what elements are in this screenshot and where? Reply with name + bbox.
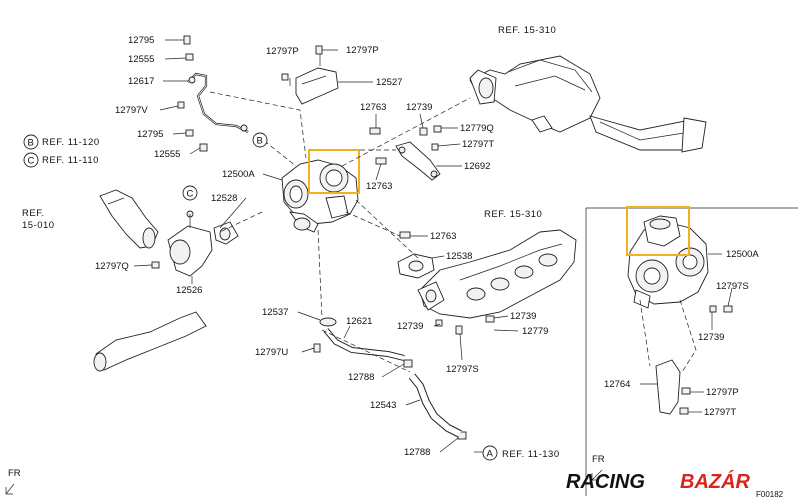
label-12797s-a: 12797S	[446, 364, 479, 375]
label-12797s-b: 12797S	[716, 281, 749, 292]
label-12797q: 12797Q	[95, 261, 129, 272]
label-12797t-a: 12797T	[462, 139, 494, 150]
label-12797v: 12797V	[115, 105, 148, 116]
elbow-12526	[167, 210, 239, 277]
ref-11-120: REF. 11-120	[42, 137, 100, 148]
label-12538: 12538	[446, 251, 472, 262]
legend-b: B	[28, 138, 34, 149]
label-12500a-inset: 12500A	[726, 249, 759, 260]
lower-hose	[93, 311, 207, 372]
label-12621: 12621	[346, 316, 372, 327]
ref-15-010-line1: REF.	[22, 208, 45, 219]
label-12779: 12779	[522, 326, 548, 337]
label-12500a-main: 12500A	[222, 169, 255, 180]
catalytic-converter	[469, 55, 707, 153]
inset-frame	[585, 207, 798, 496]
fr-inset-arrow-icon	[591, 469, 603, 481]
bracket-12764	[655, 359, 691, 415]
label-12555-b: 12555	[154, 149, 180, 160]
diagram-code: F00182	[756, 490, 784, 499]
brand-racing: RACING	[566, 471, 645, 493]
label-12764: 12764	[604, 379, 630, 390]
highlight-box-main	[308, 149, 360, 194]
label-12528: 12528	[211, 193, 237, 204]
circle-markers: B C A B C	[23, 132, 498, 461]
label-12788-b: 12788	[404, 447, 430, 458]
highlight-box-inset	[626, 206, 690, 256]
oil-pipe-12617	[187, 72, 249, 133]
orientation-markers: FR FR	[5, 454, 605, 495]
pipe-12621	[323, 328, 405, 361]
label-12797p-inset: 12797P	[706, 387, 739, 398]
label-12543: 12543	[370, 400, 396, 411]
brand-bazar: BAZÁR	[680, 470, 751, 493]
label-12763-b: 12763	[366, 181, 392, 192]
reference-labels: REF. 15-310 REF. 11-120 REF. 11-110 REF.…	[22, 25, 560, 460]
label-12788-a: 12788	[348, 372, 374, 383]
fr-left-arrow-icon	[5, 483, 15, 495]
label-12537: 12537	[262, 307, 288, 318]
label-12795-a: 12795	[128, 35, 154, 46]
gasket-12537	[319, 317, 337, 327]
label-12739-a: 12739	[406, 102, 432, 113]
watermark: RACING BAZÁR F00182	[566, 470, 784, 499]
label-12763-c: 12763	[430, 231, 456, 242]
label-12617: 12617	[128, 76, 154, 87]
ref-15-310-top: REF. 15-310	[498, 25, 556, 36]
ref-15-010-line2: 15-010	[22, 220, 55, 231]
bracket-12527	[295, 67, 339, 105]
label-12763-a: 12763	[360, 102, 386, 113]
marker-c: C	[187, 189, 194, 200]
label-12779q: 12779Q	[460, 123, 494, 134]
turbocharger-main	[281, 159, 359, 233]
dashed-guides	[209, 91, 697, 373]
label-12797p-top-right: 12797P	[346, 45, 379, 56]
fr-left: FR	[8, 468, 21, 479]
intake-hose	[99, 189, 159, 249]
bracket-12692	[395, 141, 441, 181]
pipe-12543	[408, 373, 462, 438]
exhaust-manifold	[417, 229, 577, 319]
gasket-12538	[397, 253, 435, 279]
part-labels: 12795 12555 12617 12797V 12795 12555 127…	[95, 35, 759, 458]
label-12797p-top-left: 12797P	[266, 46, 299, 57]
ref-15-310-mid: REF. 15-310	[484, 209, 542, 220]
ref-11-110: REF. 11-110	[42, 155, 99, 166]
leader-lines	[133, 39, 733, 453]
label-12739-c: 12739	[510, 311, 536, 322]
ref-11-130: REF. 11-130	[502, 449, 560, 460]
label-12739-d: 12739	[698, 332, 724, 343]
label-12692: 12692	[464, 161, 490, 172]
label-12555-a: 12555	[128, 54, 154, 65]
label-12526: 12526	[176, 285, 202, 296]
label-12797t-b: 12797T	[704, 407, 736, 418]
fr-inset: FR	[592, 454, 605, 465]
label-12797u: 12797U	[255, 347, 288, 358]
marker-a: A	[487, 449, 494, 460]
label-12795-b: 12795	[137, 129, 163, 140]
label-12739-b: 12739	[397, 321, 423, 332]
turbocharger-inset	[627, 215, 733, 313]
label-12527: 12527	[376, 77, 402, 88]
legend-c: C	[28, 156, 35, 167]
marker-b: B	[257, 136, 263, 147]
